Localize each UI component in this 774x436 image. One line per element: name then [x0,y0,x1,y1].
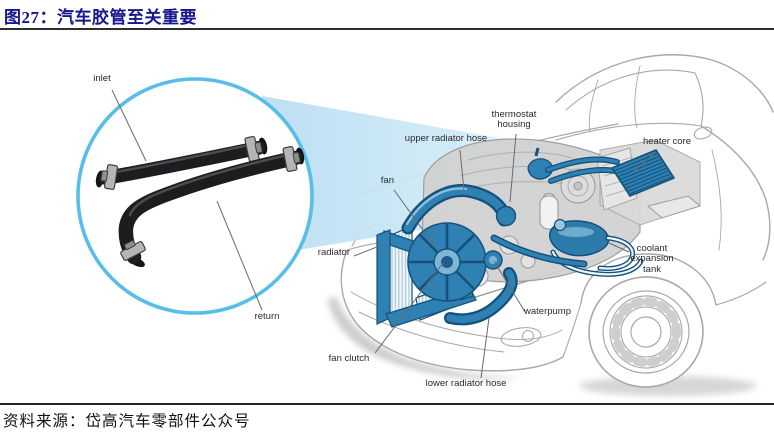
label-waterpump: waterpump [524,306,571,317]
cooling-fan [407,222,487,302]
label-lower-radiator-hose: lower radiator hose [425,378,507,389]
label-coolant-expansion-tank: coolant expansion tank [630,243,674,275]
label-return: return [254,311,280,322]
lower-radiator-hose [444,234,588,326]
label-heater-core: heater core [642,136,692,147]
label-fan-clutch: fan clutch [328,353,370,364]
waterpump-part [483,250,503,270]
label-radiator: radiator [317,247,350,258]
label-upper-radiator-hose: upper radiator hose [404,133,488,144]
return-hose [117,144,305,268]
title-rule [0,28,774,31]
inlet-hose [95,134,268,191]
thermostat-housing-part [495,147,554,227]
figure-source: 资料来源：岱高汽车零部件公众号 [3,413,251,430]
cooling-system-blue [376,147,676,328]
leader-lines [111,89,657,379]
magnifier-callout [76,77,314,315]
label-fan: fan [380,175,394,186]
label-inlet: inlet [93,73,111,84]
heater-core [610,149,676,197]
source-rule [0,403,774,405]
front-wheel [588,276,704,388]
label-thermostat-housing: thermostat housing [491,109,537,131]
figure-title: 图27：汽车胶管至关重要 [4,8,197,27]
